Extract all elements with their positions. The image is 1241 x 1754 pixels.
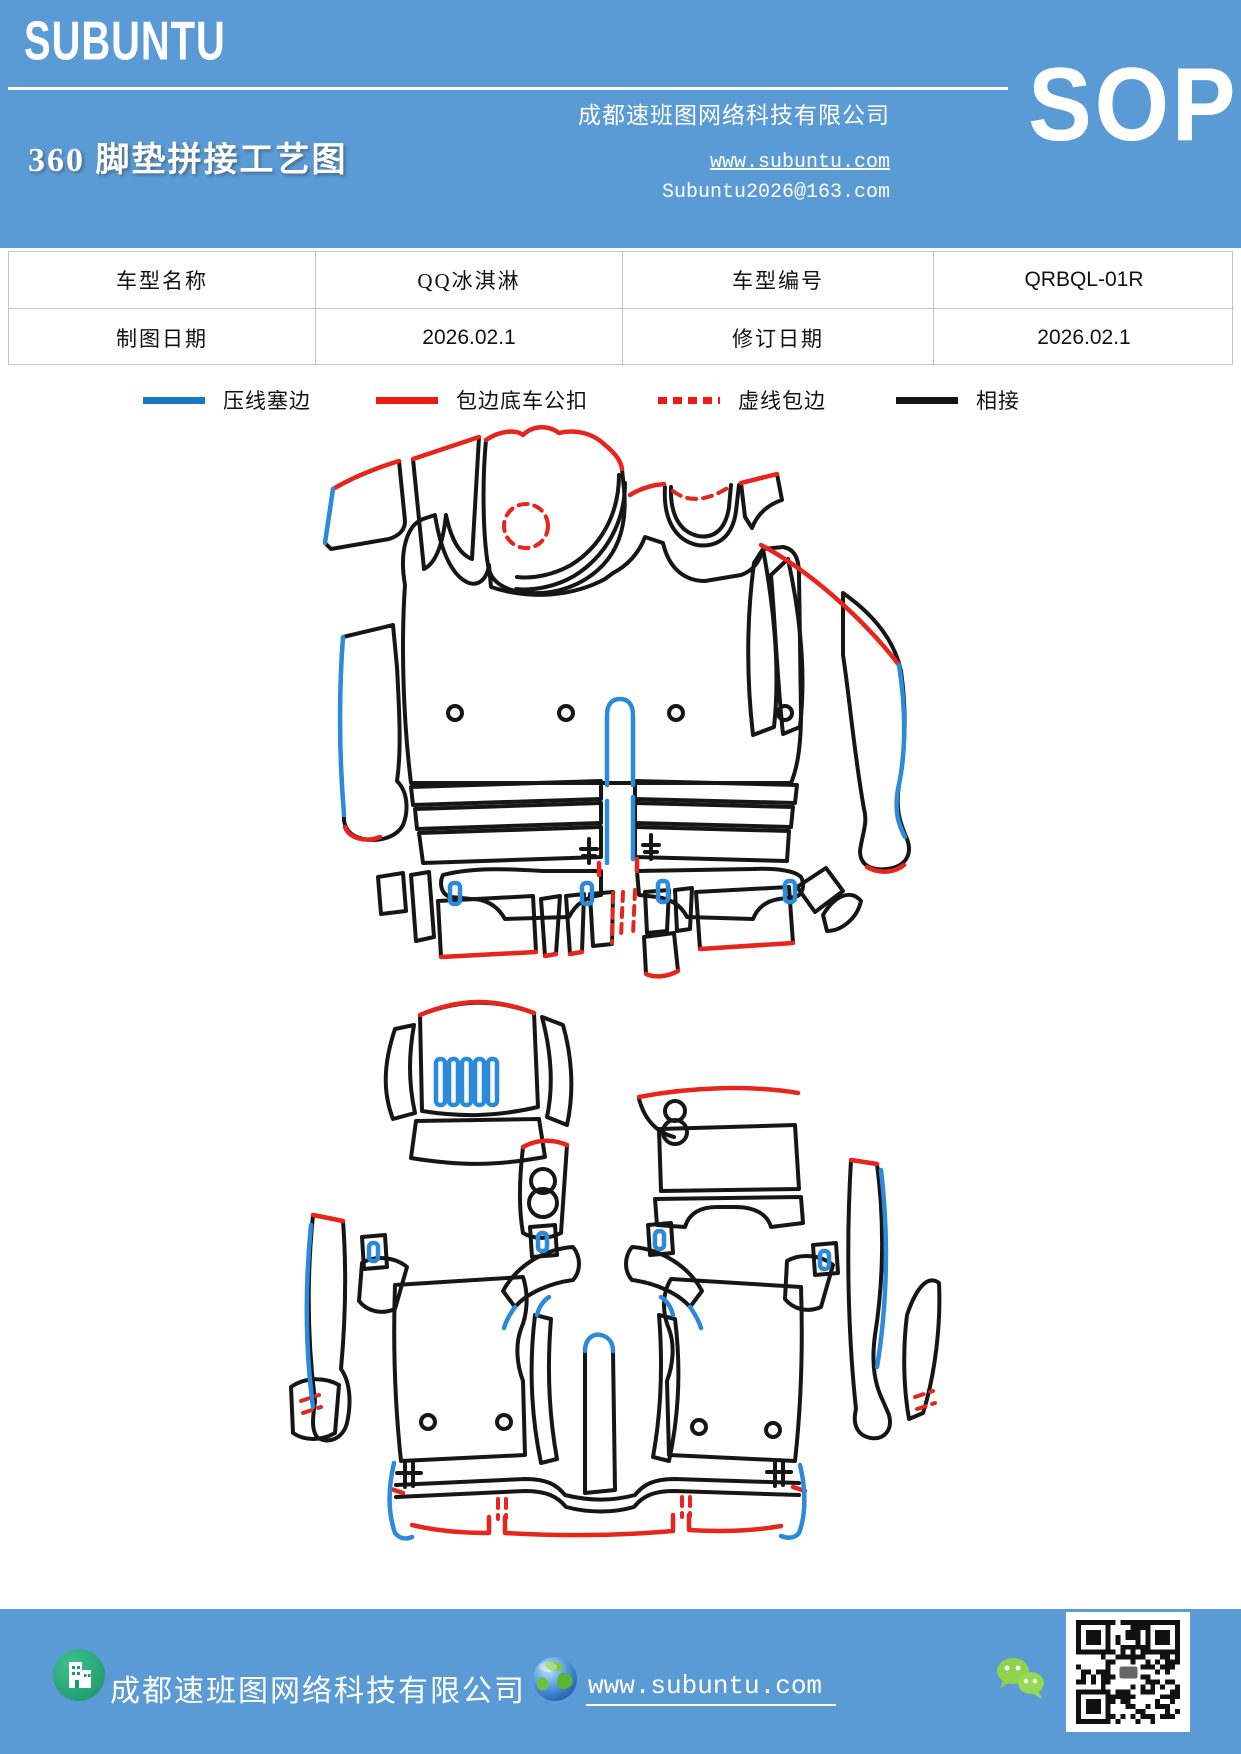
sop-badge: SOP [1028,47,1239,163]
footer-website-link[interactable]: www.subuntu.com [586,1671,837,1706]
email-address: Subuntu2026@163.com [661,181,890,204]
diagram1-red-edges [330,425,907,979]
wechat-icon [997,1658,1044,1699]
website-link[interactable]: www.subuntu.com [709,151,890,174]
vehicle-info-table: 车型名称 QQ冰淇淋 车型编号 QRBQL-01R 制图日期 2026.02.1… [8,251,1234,366]
black-line-swatch [896,396,958,404]
diagram1-black-outlines [323,435,911,979]
globe-icon [533,1657,577,1701]
line-type-legend: 压线塞边 包边底车公扣 虚线包边 相接 [0,384,1241,416]
legend-item-press-line: 压线塞边 [143,384,311,416]
diagram1-red-dashed-edges [502,485,731,945]
table-cell-revise-date-label: 修订日期 [623,309,934,366]
building-icon [53,1649,105,1701]
blue-line-swatch [143,396,205,404]
page-title: 360 脚垫拼接工艺图 [28,142,348,179]
company-name: 成都速班图网络科技有限公司 [578,103,890,128]
diagram2-black-outlines [289,1000,942,1514]
table-cell-model-code-value: QRBQL-01R [934,252,1234,309]
diagram2-blue-edges [304,1056,889,1541]
footer: 成都速班图网络科技有限公司 www.subuntu.com [0,1609,1241,1754]
header-divider [8,87,1008,90]
table-cell-draw-date-label: 制图日期 [9,309,316,366]
table-cell-revise-date-value: 2026.02.1 [1037,325,1131,349]
red-line-swatch [376,396,438,404]
diagram2-red-edges [310,999,880,1538]
diagram1-blue-edges [322,486,908,907]
legend-item-edge-buckle: 包边底车公扣 [376,384,588,416]
diagram-front-mat-pattern [322,425,911,979]
diagram-rear-mat-pattern [289,999,942,1541]
header: SUBUNTU 成都速班图网络科技有限公司 360 脚垫拼接工艺图 www.su… [0,0,1241,248]
table-cell-draw-date-value: 2026.02.1 [316,309,623,366]
table-cell-model-name-label: 车型名称 [9,252,316,309]
table-cell-model-name-value: QQ冰淇淋 [316,252,623,309]
legend-item-dashed-edge: 虚线包边 [658,384,826,416]
qr-code [1066,1612,1190,1732]
brand-logo: SUBUNTU [24,10,226,72]
legend-item-join: 相接 [896,384,1020,416]
footer-company-name: 成都速班图网络科技有限公司 [110,1675,526,1708]
red-dashed-swatch [658,396,720,404]
table-cell-model-code-label: 车型编号 [623,252,934,309]
